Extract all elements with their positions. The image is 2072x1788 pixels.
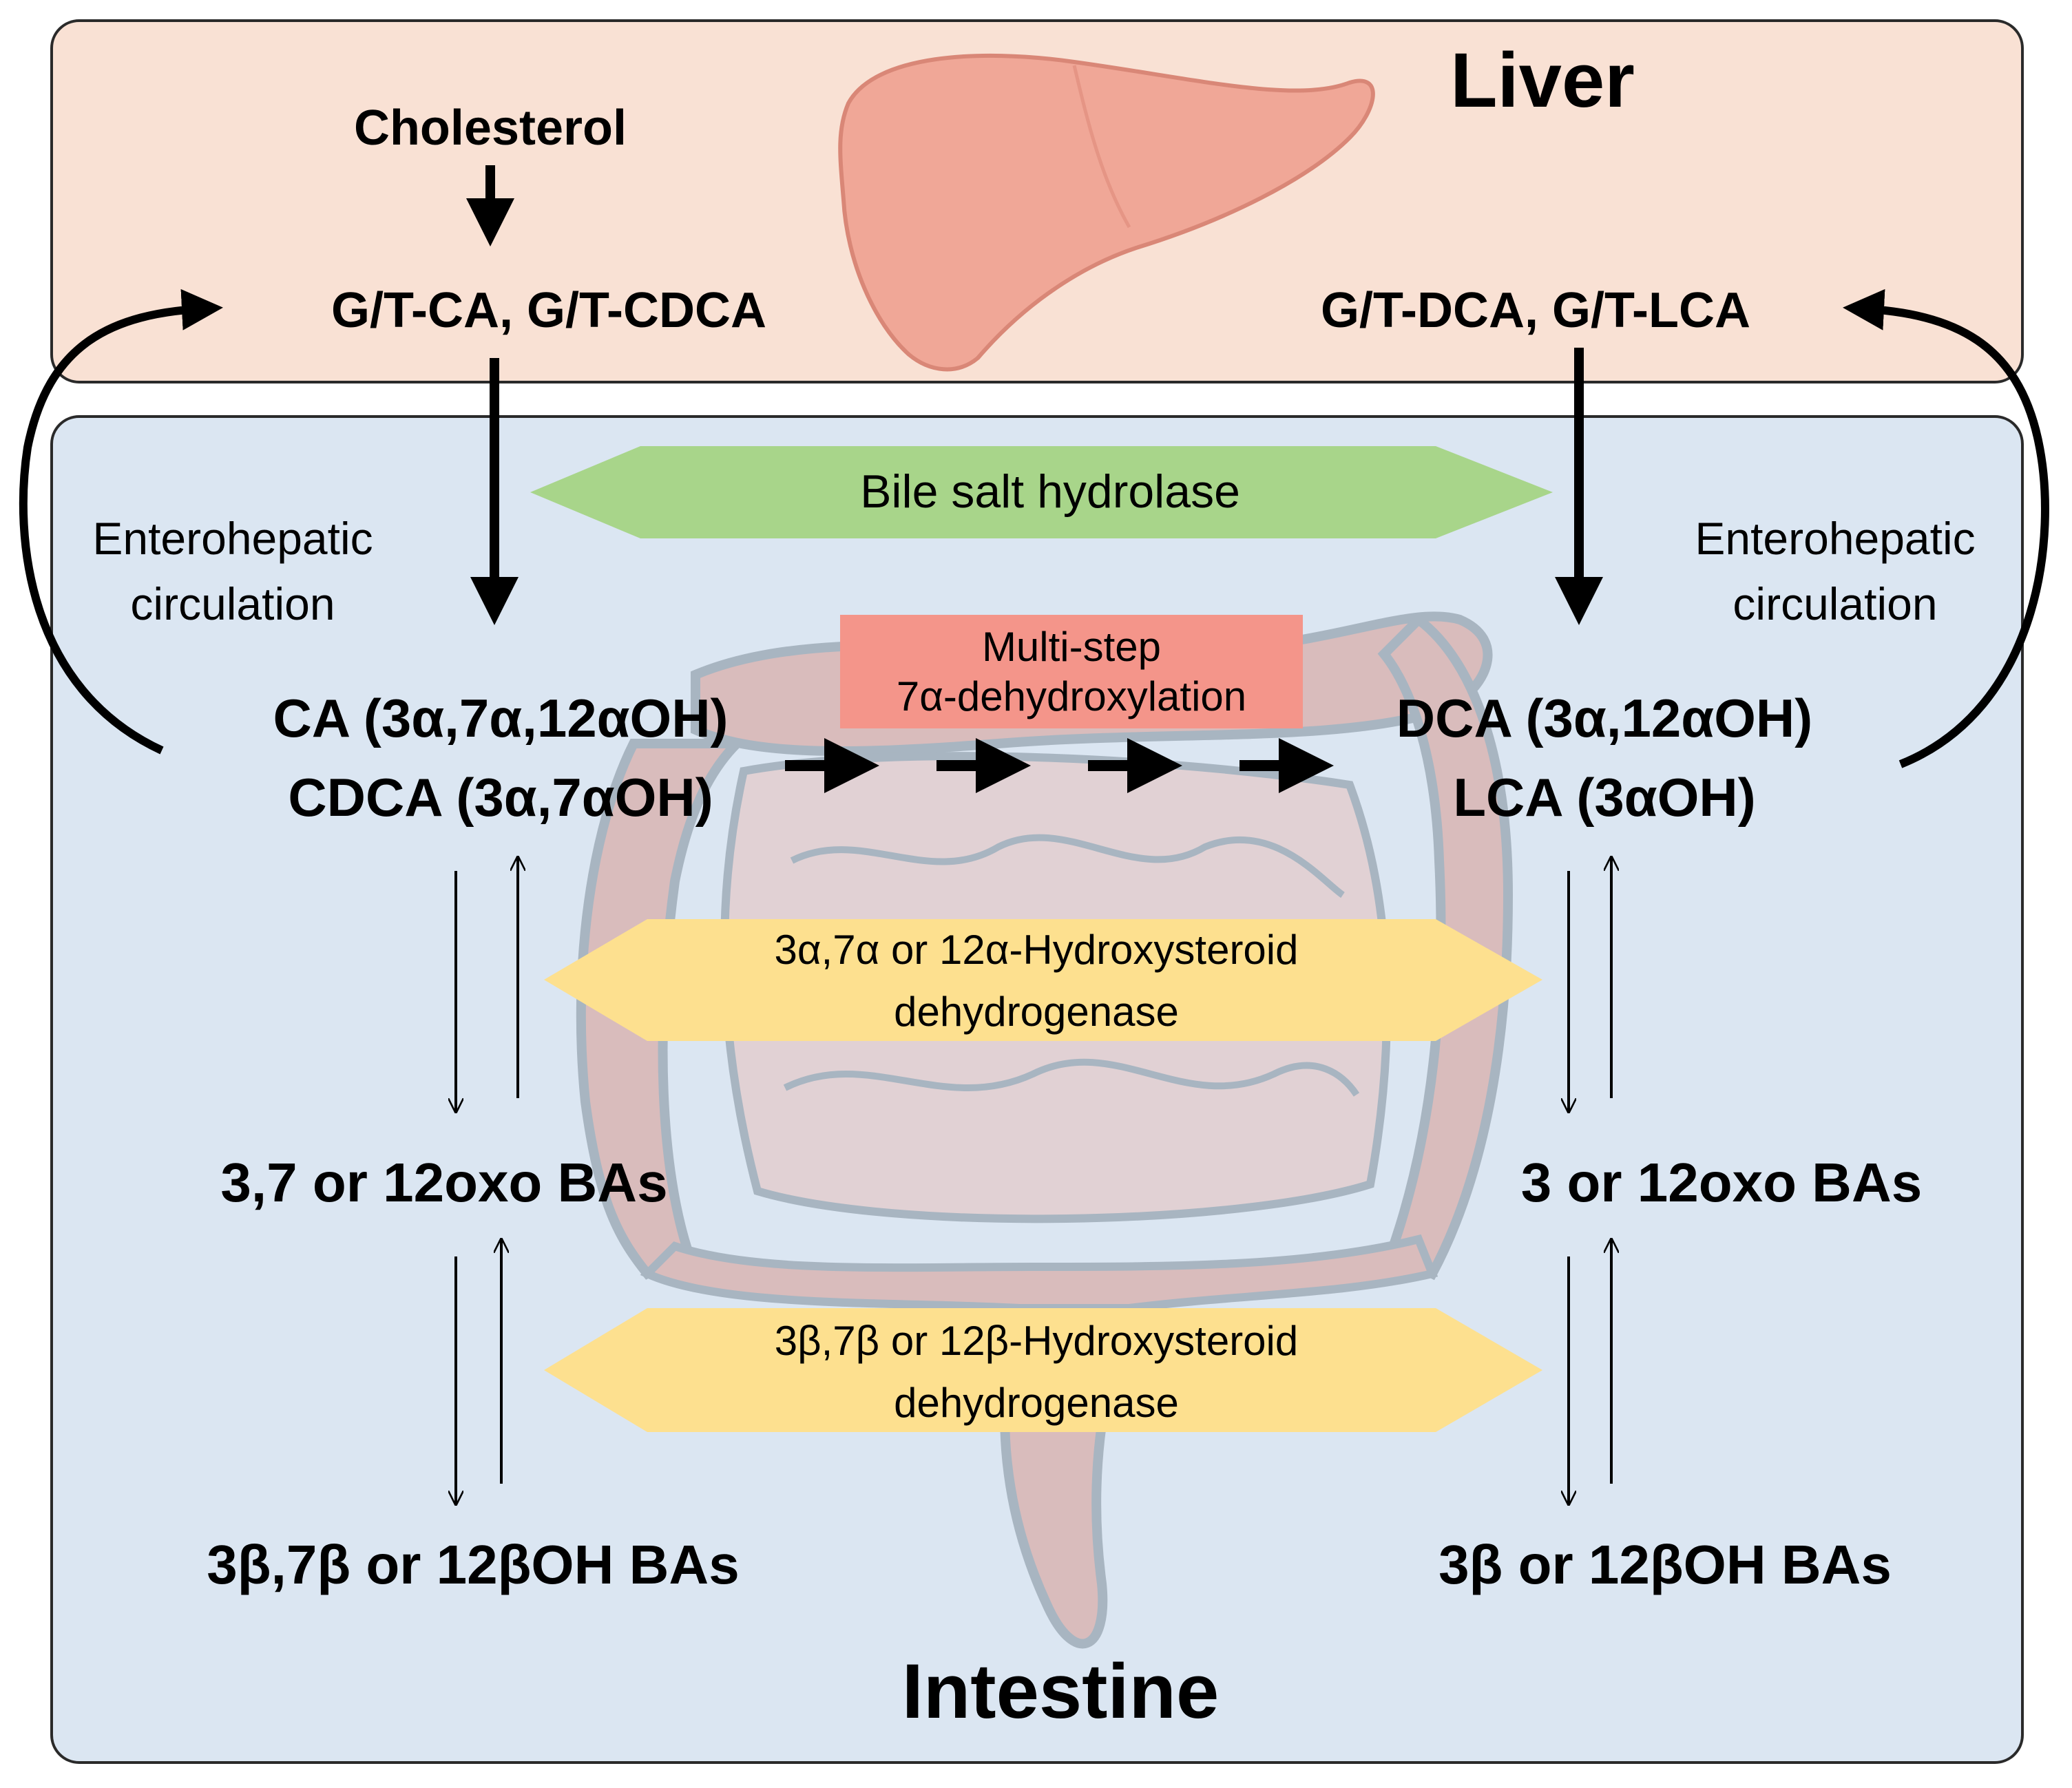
beta-oh-bas-right: 3β or 12βOH BAs (1438, 1534, 1892, 1595)
enterohepatic-label-right-2: circulation (1733, 578, 1937, 629)
dehydroxylation-label-1: Multi-step (982, 624, 1161, 670)
oxo-bas-right: 3 or 12oxo BAs (1521, 1152, 1922, 1213)
beta-oh-bas-left: 3β,7β or 12βOH BAs (207, 1534, 739, 1595)
primary-ba-cdca: CDCA (3α,7αOH) (288, 767, 713, 828)
enterohepatic-arrow-left (19, 288, 223, 755)
hsdh-beta-label-2: dehydrogenase (894, 1380, 1179, 1426)
cholesterol-label: Cholesterol (354, 101, 627, 156)
reversible-arrows-left (456, 857, 518, 1504)
liver-lobe-line (1072, 65, 1131, 229)
dehydroxylation-label-2: 7α-dehydroxylation (897, 673, 1246, 719)
liver-organ-icon (838, 53, 1375, 372)
enterohepatic-label-right-1: Enterohepatic (1695, 513, 1975, 564)
reversible-arrows-right (1569, 857, 1611, 1504)
secondary-ba-lca: LCA (3αOH) (1453, 767, 1755, 828)
oxo-bas-left: 3,7 or 12oxo BAs (220, 1152, 667, 1213)
dehydroxylation-box (840, 615, 1303, 728)
hsdh-alpha-band (544, 919, 1542, 1041)
hsdh-beta-label-1: 3β,7β or 12β-Hydroxysteroid (775, 1318, 1299, 1364)
secondary-ba-dca: DCA (3α,12αOH) (1396, 688, 1812, 748)
conjugated-secondary-bas: G/T-DCA, G/T-LCA (1321, 283, 1750, 338)
bile-salt-hydrolase-label: Bile salt hydrolase (860, 465, 1240, 518)
hsdh-alpha-label-2: dehydrogenase (894, 989, 1179, 1035)
hsdh-beta-band (544, 1308, 1542, 1432)
hsdh-alpha-label-1: 3α,7α or 12α-Hydroxysteroid (774, 927, 1298, 973)
enterohepatic-arrow-right (1843, 288, 2049, 768)
intestine-title: Intestine (902, 1648, 1220, 1734)
bile-salt-hydrolase-band (530, 446, 1553, 538)
enterohepatic-label-left-1: Enterohepatic (92, 513, 373, 564)
liver-title: Liver (1450, 37, 1635, 123)
conjugated-primary-bas: G/T-CA, G/T-CDCA (331, 283, 766, 338)
primary-ba-ca: CA (3α,7α,12αOH) (273, 688, 728, 748)
enterohepatic-label-left-2: circulation (130, 578, 335, 629)
